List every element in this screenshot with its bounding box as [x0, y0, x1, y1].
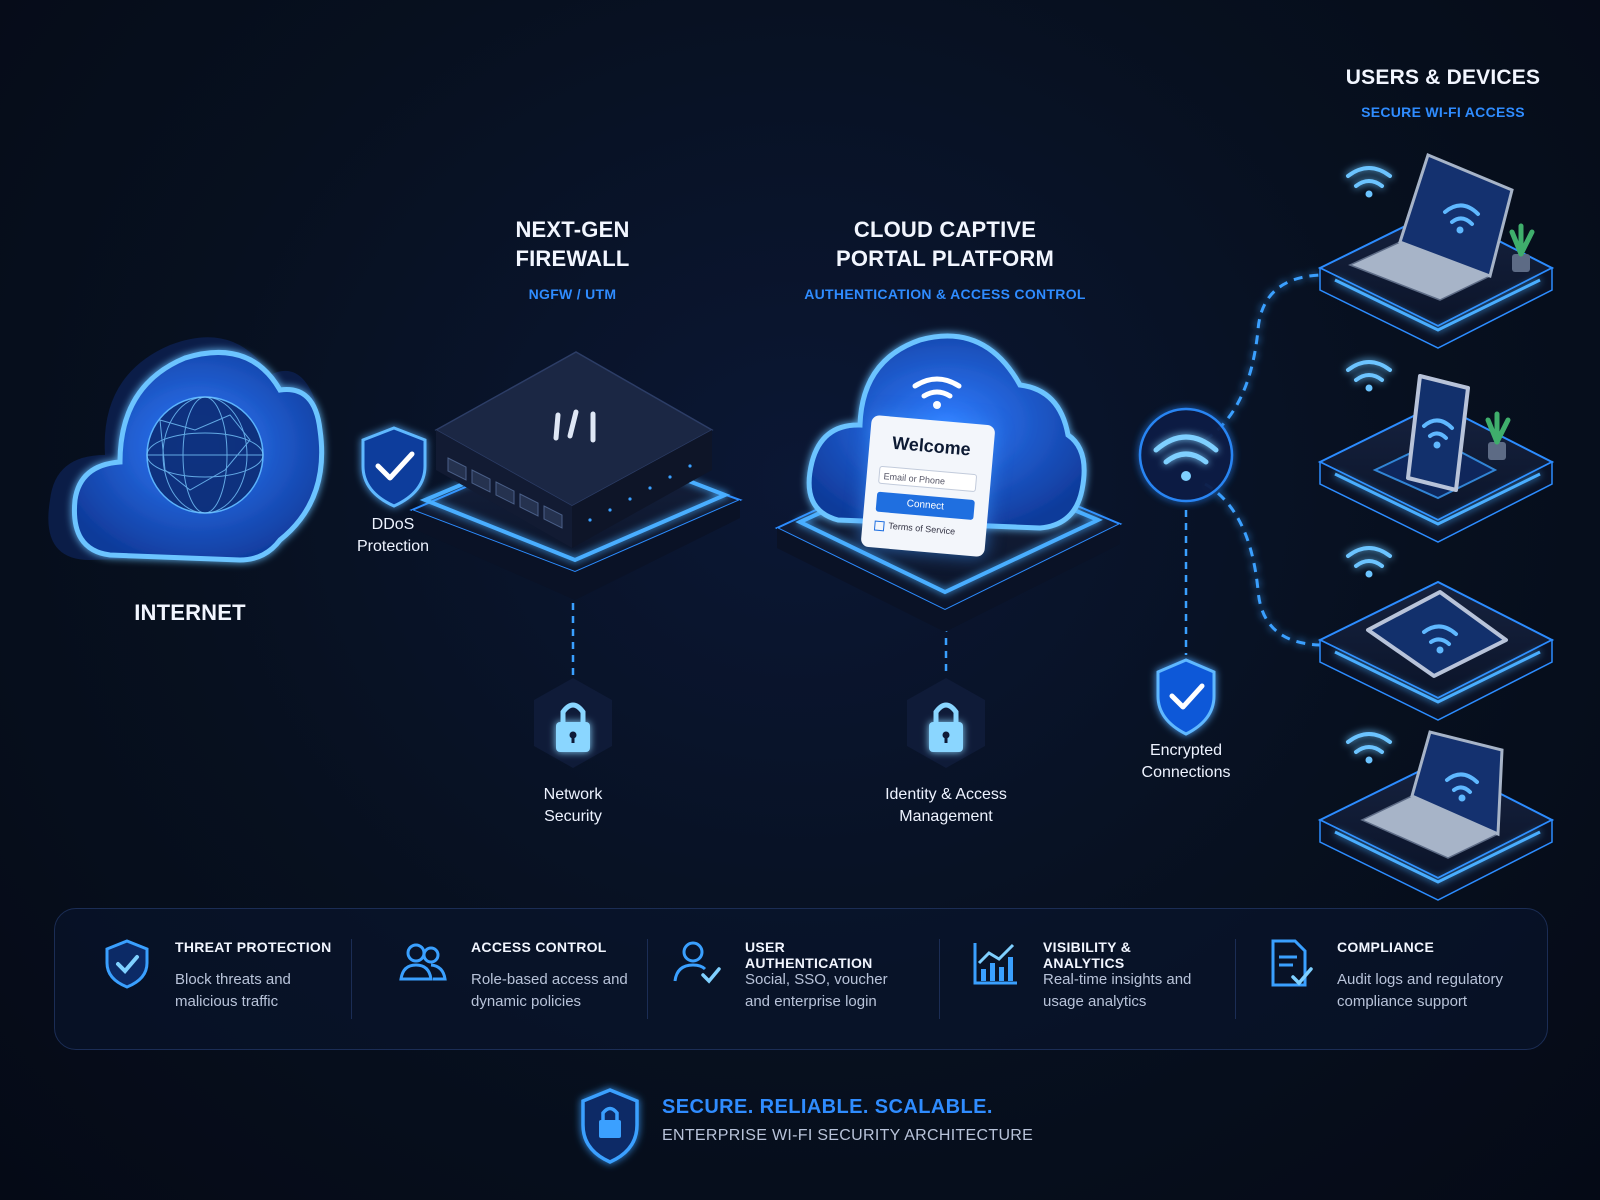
wifi-icon-4: [1346, 732, 1392, 754]
users-icon: [399, 943, 447, 981]
iam-lock-icon: [907, 678, 985, 768]
device-branch-lines: [1204, 273, 1321, 647]
wifi-hub-icon: [1138, 407, 1234, 503]
internet-label: INTERNET: [134, 600, 246, 625]
feature-divider: [939, 939, 940, 1019]
device-pad-laptop-bottom: [1317, 730, 1555, 901]
internet-cloud-icon: [48, 337, 325, 563]
branch-to-laptop-top: [1204, 273, 1321, 442]
feature-divider: [351, 939, 352, 1019]
document-check-icon: [1271, 939, 1313, 987]
firewall-device: [409, 351, 743, 600]
feature-visibility-analytics: VISIBILITY & ANALYTICS Real-time insight…: [923, 909, 1213, 1049]
branch-to-tablet: [1204, 482, 1321, 647]
plant-icon: [1509, 223, 1535, 272]
chart-icon: [973, 943, 1017, 985]
vertical-drops: [571, 510, 1188, 675]
firewall-subtitle: NGFW / UTM: [528, 286, 617, 302]
ddos-shield-icon: [361, 426, 427, 508]
checkbox-icon: [873, 520, 885, 531]
network-security-lock-icon: [534, 678, 612, 768]
network-security-label: Network Security: [543, 786, 603, 825]
footer-title: SECURE. RELIABLE. SCALABLE.: [662, 1096, 993, 1118]
portal-email-input[interactable]: Email or Phone: [878, 465, 978, 493]
firewall-logo-icon: [553, 409, 596, 443]
plant-icon: [1485, 411, 1511, 460]
iam-label: Identity & Access Management: [885, 786, 1007, 825]
encrypted-label: Encrypted Connections: [1141, 742, 1231, 781]
footer-subtitle: ENTERPRISE WI-FI SECURITY ARCHITECTURE: [662, 1127, 1034, 1144]
user-check-icon: [673, 941, 721, 984]
portal-title: CLOUD CAPTIVE PORTAL PLATFORM: [835, 217, 1055, 271]
firewall-title: NEXT-GEN FIREWALL: [515, 217, 630, 271]
wifi-icon-1: [1346, 166, 1392, 188]
wifi-signal-icons: [1346, 166, 1392, 754]
device-pad-phone: [1317, 374, 1555, 543]
users-subtitle: SECURE WI-FI ACCESS: [1361, 104, 1525, 120]
ddos-label: DDoS Protection: [356, 516, 430, 555]
shield-check-icon: [105, 939, 149, 989]
captive-portal-login-card: Welcome Email or Phone Connect Terms of …: [860, 414, 996, 558]
portal-connect-button[interactable]: Connect: [875, 491, 975, 521]
portal-terms-checkbox[interactable]: Terms of Service: [873, 519, 956, 537]
feature-user-authentication: USER AUTHENTICATION Social, SSO, voucher…: [625, 909, 915, 1049]
portal-subtitle: AUTHENTICATION & ACCESS CONTROL: [804, 286, 1086, 302]
users-title: USERS & DEVICES: [1345, 66, 1541, 89]
tablet-icon: [1366, 590, 1508, 678]
portal-wifi-icon: [912, 376, 962, 399]
encrypted-shield-icon: [1156, 658, 1216, 736]
device-pad-laptop-top: [1317, 152, 1555, 349]
feature-divider: [647, 939, 648, 1019]
wifi-icon-3: [1346, 546, 1392, 568]
wifi-icon-2: [1346, 360, 1392, 382]
device-pad-tablet: [1317, 580, 1555, 721]
portal-welcome-text: Welcome: [891, 432, 972, 460]
feature-divider: [1235, 939, 1236, 1019]
footer-shield-lock-icon: [581, 1088, 639, 1164]
